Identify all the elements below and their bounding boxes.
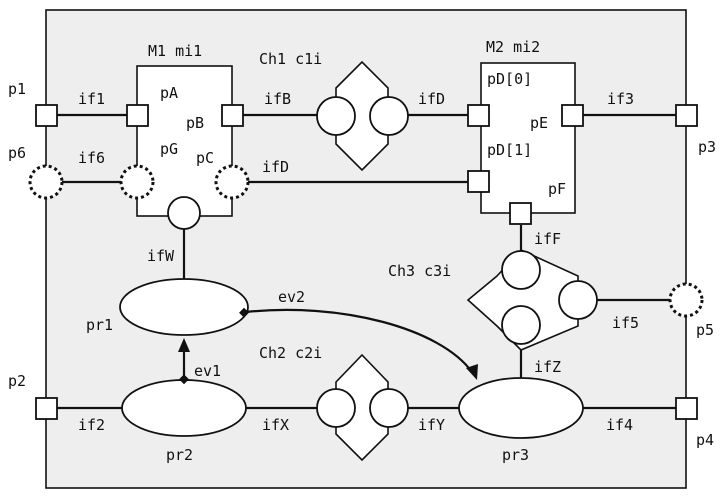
event-ev2-label: ev2 [278,288,305,306]
port-pG-label: pG [160,140,178,158]
interface-if2-label: if2 [78,416,105,434]
channel-ch1 [335,60,389,172]
module-m1 [136,65,233,217]
event-ev1-diamond [179,374,189,385]
port-p2 [35,397,58,420]
port-p6-label: p6 [8,144,26,162]
interface-if6-label: if6 [78,149,105,167]
event-ev2-diamond [239,307,249,318]
event-ev2-line [245,308,473,373]
interface-if4-label: if4 [606,416,633,434]
port-p1 [35,104,58,127]
module-m1-label: M1 mi1 [148,42,202,60]
port-pC [214,164,250,200]
port-p5 [668,282,704,318]
channel-ch3-port-top [501,250,541,290]
event-ev2-arrowhead [466,364,478,380]
port-p2-label: p2 [8,372,26,390]
interface-if3-label: if3 [607,90,634,108]
interface-ifW-label: ifW [147,247,175,265]
port-pG [119,164,155,200]
process-pr3 [458,377,584,439]
port-pD0 [467,104,490,127]
port-p5-label: p5 [696,321,714,339]
port-p1-label: p1 [8,80,26,98]
channel-ch3-port-right [558,280,598,320]
port-pE-label: pE [530,114,548,132]
channel-ch2 [335,353,389,462]
event-ev1-arrowhead [178,338,190,352]
interface-if1-label: if1 [78,90,105,108]
port-m1-bottom [167,196,201,230]
port-pC-label: pC [196,149,214,167]
interface-ifF-label: ifF [534,230,561,248]
event-ev1-label: ev1 [194,362,221,380]
process-pr1 [119,278,249,336]
interface-ifZ-label: ifZ [534,358,561,376]
channel-ch2-port-left [316,388,356,428]
interface-ifD-top-label: ifD [418,90,445,108]
port-pD1 [467,170,490,193]
port-pD1-label: pD[1] [487,141,532,159]
port-p3 [675,104,698,127]
port-p4 [675,397,698,420]
interface-ifY-label: ifY [418,416,445,434]
process-pr3-label: pr3 [502,446,529,464]
port-pB [221,104,244,127]
port-pF-label: pF [548,180,566,198]
channel-ch1-label: Ch1 c1i [259,50,322,68]
port-pA [126,104,149,127]
port-pE [561,104,584,127]
interface-ifD-bottom-label: ifD [262,158,289,176]
channel-ch3-label: Ch3 c3i [388,262,451,280]
process-pr1-label: pr1 [86,316,113,334]
module-m2-label: M2 mi2 [486,38,540,56]
interface-if5-label: if5 [612,314,639,332]
channel-ch2-label: Ch2 c2i [259,344,322,362]
channel-ch3-port-bottom [501,305,541,345]
port-p6 [28,164,64,200]
channel-ch1-port-right [369,96,409,136]
port-pD0-label: pD[0] [487,70,532,88]
port-pF [509,202,532,225]
port-pA-label: pA [160,84,178,102]
port-p4-label: p4 [696,431,714,449]
channel-ch2-port-right [369,388,409,428]
port-pB-label: pB [186,114,204,132]
channel-ch1-port-left [316,96,356,136]
process-pr2 [121,379,247,437]
interface-ifX-label: ifX [262,416,289,434]
process-pr2-label: pr2 [166,446,193,464]
port-p3-label: p3 [698,138,716,156]
interface-ifB-label: ifB [264,90,291,108]
